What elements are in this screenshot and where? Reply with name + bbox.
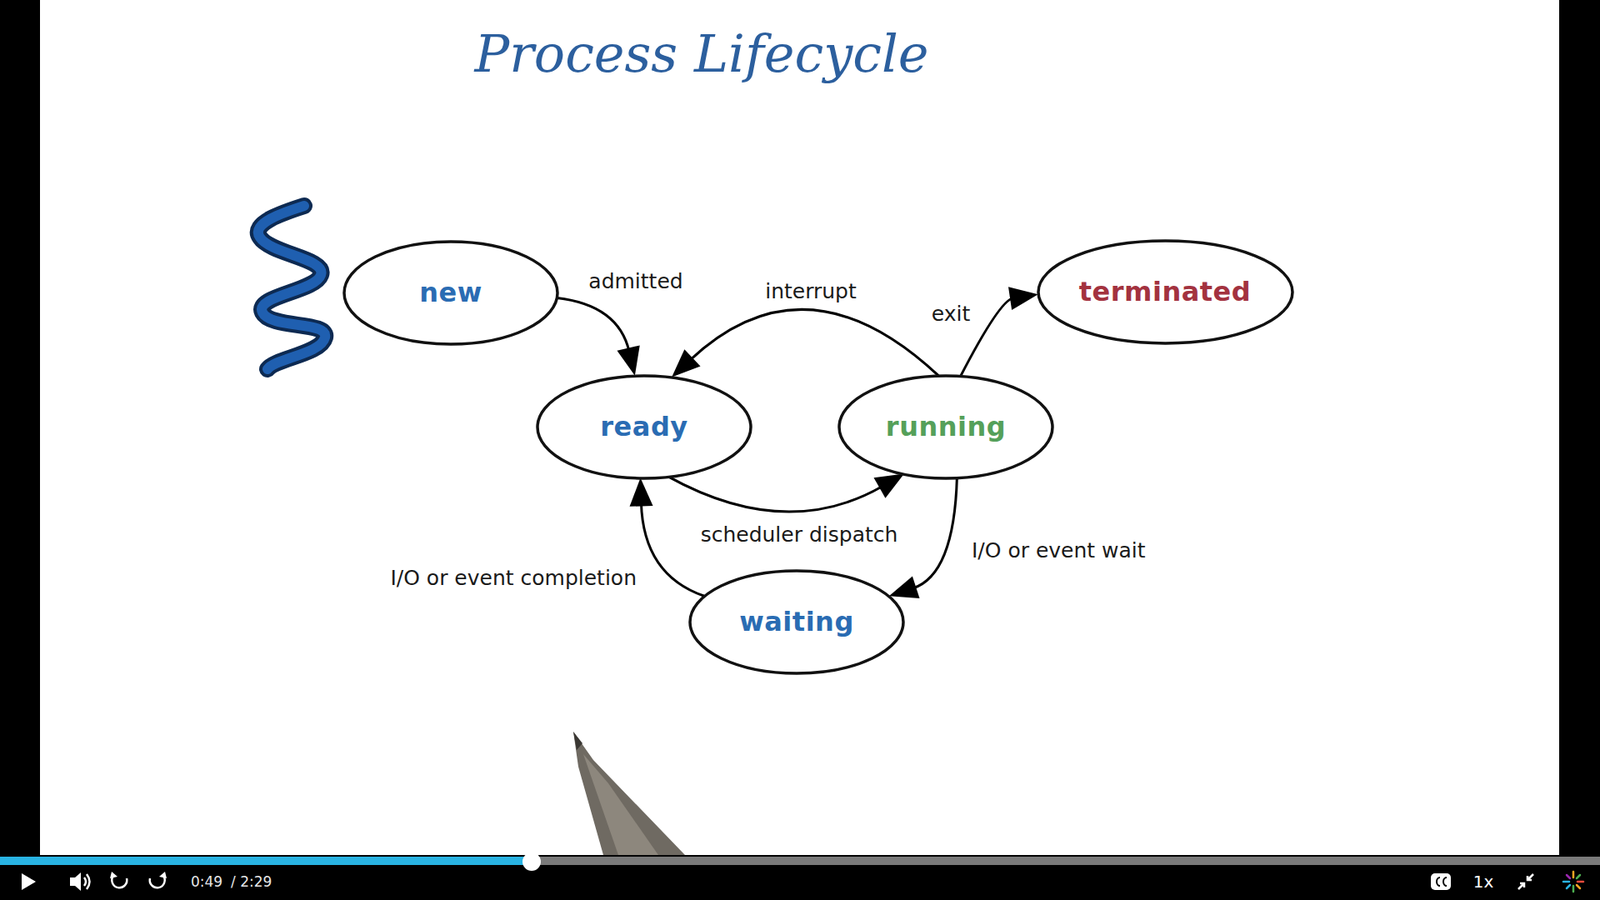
transition-line — [640, 502, 705, 596]
progress-fill — [0, 856, 532, 865]
state-name: new — [419, 276, 483, 309]
transition-label: interrupt — [761, 279, 860, 305]
transition-arrow — [960, 286, 1039, 376]
transition-arrow — [556, 297, 640, 375]
transition-arrow — [668, 474, 905, 512]
letterbox-bar — [0, 0, 40, 859]
state-ellipse: waiting — [688, 569, 905, 675]
captions-icon — [1430, 873, 1451, 890]
state-ellipse: ready — [535, 374, 753, 480]
transition-line — [556, 297, 630, 351]
transition-label: I/O or event wait — [968, 538, 1150, 564]
arrow-head — [1008, 286, 1039, 310]
diagram-title: Process Lifecycle — [474, 23, 929, 85]
transition-arrow — [671, 309, 939, 377]
letterbox-bar — [1559, 0, 1600, 859]
player-logo — [1563, 871, 1584, 892]
transition-arrow — [630, 477, 705, 596]
pen-illustration — [573, 731, 685, 855]
transition-label: admitted — [585, 269, 686, 295]
progress-knob — [522, 852, 541, 871]
state-ellipse: new — [342, 240, 560, 346]
arrow-head — [874, 474, 905, 499]
arrow-head — [630, 477, 654, 506]
ellipse-shape — [344, 241, 558, 345]
transition-line — [668, 476, 883, 512]
state-ellipse: running — [837, 374, 1055, 480]
process-squiggle — [258, 205, 325, 370]
ellipse-shape — [1038, 240, 1293, 344]
ellipse-shape — [839, 375, 1053, 479]
state-name: terminated — [1079, 275, 1251, 308]
player-text: 1x — [1473, 871, 1495, 892]
transition-label: I/O or event completion — [386, 565, 640, 591]
rewind-icon — [110, 871, 127, 888]
state-name: running — [885, 410, 1006, 443]
control-bar — [0, 855, 1600, 900]
ellipse-shape — [537, 375, 751, 479]
volume-icon — [70, 872, 90, 891]
state-ellipse: terminated — [1036, 239, 1295, 345]
arrow-head — [889, 575, 920, 599]
transition-line — [690, 309, 939, 375]
player-text: / 2:29 — [230, 873, 272, 890]
arrow-head — [616, 345, 640, 375]
play-icon — [21, 873, 36, 890]
exit-fullscreen-icon — [1518, 874, 1534, 890]
transition-line — [912, 477, 957, 589]
ellipse-shape — [690, 570, 904, 674]
player-text: 0:49 — [190, 873, 223, 890]
arrow-head — [671, 349, 700, 377]
transition-label: exit — [928, 301, 974, 327]
state-name: ready — [600, 410, 688, 443]
forward-icon — [150, 871, 167, 888]
state-name: waiting — [739, 605, 855, 638]
progress-track — [0, 856, 1600, 865]
transition-label: scheduler dispatch — [697, 522, 902, 548]
